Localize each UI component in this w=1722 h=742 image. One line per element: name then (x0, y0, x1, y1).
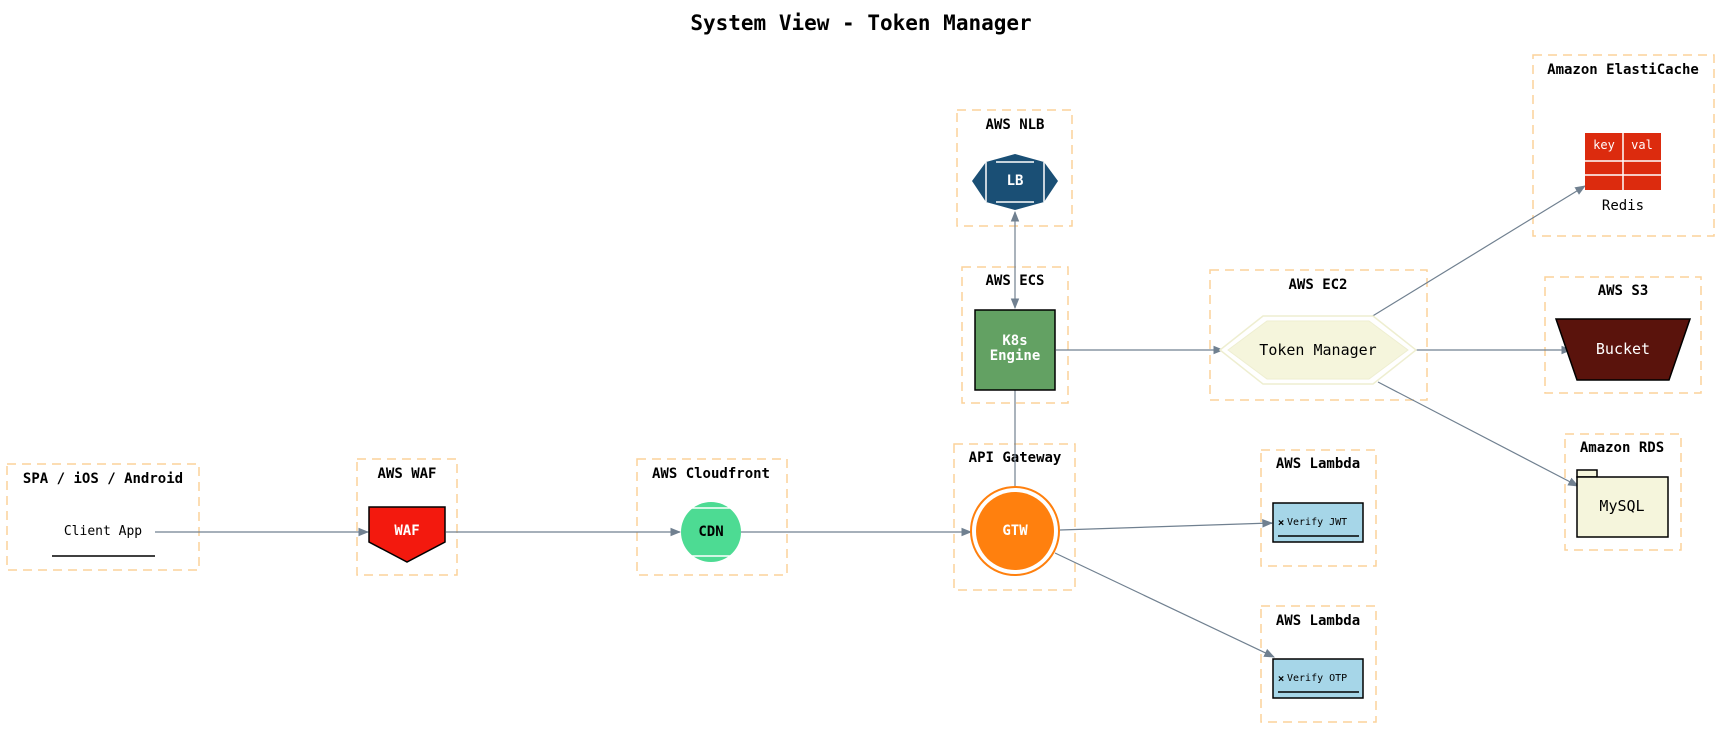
redis-key-label: key (1593, 138, 1615, 152)
mysql-folder-icon (1576, 476, 1669, 538)
node-redis-label: Redis (1602, 198, 1644, 214)
edge-token-manager-mysql (1377, 381, 1579, 487)
node-lb: LB (972, 154, 1058, 210)
node-cdn: CDN (681, 502, 741, 562)
cluster-waf: AWS WAF (356, 458, 458, 576)
cluster-nlb-label: AWS NLB (985, 117, 1044, 133)
gtw-circle-icon (976, 492, 1054, 570)
node-verify-jwt-label: Verify JWT (1287, 517, 1347, 528)
diagram-title: System View - Token Manager (690, 11, 1031, 35)
cluster-lambda-jwt-label: AWS Lambda (1276, 456, 1360, 472)
node-client-app-label: Client App (64, 524, 142, 539)
cluster-lambda-otp: AWS Lambda (1260, 605, 1377, 723)
node-verify-otp: × Verify OTP (1272, 658, 1364, 699)
node-waf: WAF (368, 506, 446, 563)
node-bucket: Bucket (1554, 318, 1692, 381)
token-manager-octagon-icon (1227, 320, 1409, 380)
cluster-ec2: AWS EC2 (1209, 269, 1428, 401)
k8s-box (974, 309, 1056, 391)
cluster-waf-label: AWS WAF (377, 466, 436, 482)
cluster-s3-label: AWS S3 (1598, 283, 1649, 299)
node-mysql-label: MySQL (1599, 497, 1644, 515)
node-cdn-label: CDN (698, 524, 723, 540)
node-token-manager-label: Token Manager (1259, 341, 1376, 359)
node-k8s-engine: K8s Engine (974, 309, 1056, 391)
cluster-elasticache: Amazon ElastiCache (1532, 54, 1715, 237)
node-gtw: GTW (970, 486, 1060, 576)
cluster-rds: Amazon RDS (1564, 433, 1682, 551)
waf-shield-icon (368, 506, 446, 563)
redis-table-icon: key val (1585, 133, 1661, 190)
cluster-s3: AWS S3 (1544, 276, 1702, 394)
node-k8s-label-line2: Engine (990, 348, 1041, 364)
node-gtw-label: GTW (1002, 523, 1028, 539)
cluster-cloudfront: AWS Cloudfront (636, 458, 788, 576)
node-redis: key val Redis (1585, 133, 1661, 214)
edge-token-manager-redis (1370, 185, 1586, 318)
edge-gtw-verify-otp (1054, 552, 1275, 658)
cluster-elasticache-label: Amazon ElastiCache (1547, 62, 1699, 78)
verify-jwt-x-icon: × (1278, 516, 1285, 529)
node-verify-jwt: × Verify JWT (1272, 502, 1364, 543)
bucket-trapezoid-icon (1554, 318, 1692, 381)
cluster-rds-label: Amazon RDS (1580, 440, 1664, 456)
node-client-app: Client App (52, 524, 155, 557)
cluster-lambda-jwt: AWS Lambda (1260, 449, 1377, 567)
cluster-ec2-label: AWS EC2 (1288, 277, 1347, 293)
node-lb-label: LB (1007, 173, 1024, 189)
node-mysql: MySQL (1576, 469, 1669, 538)
lb-diamond-icon (972, 154, 1058, 210)
node-waf-label: WAF (394, 523, 419, 539)
cluster-client-label: SPA / iOS / Android (23, 471, 183, 487)
cdn-circle-icon (681, 502, 741, 562)
cluster-client: SPA / iOS / Android (6, 463, 200, 571)
edges (155, 185, 1586, 658)
node-bucket-label: Bucket (1596, 340, 1650, 358)
node-token-manager: Token Manager (1218, 315, 1418, 385)
redis-val-label: val (1631, 138, 1653, 152)
verify-otp-x-icon: × (1278, 672, 1285, 685)
mysql-folder-tab (1576, 469, 1598, 478)
edge-gtw-verify-jwt (1059, 519, 1274, 531)
cluster-lambda-otp-label: AWS Lambda (1276, 613, 1360, 629)
node-k8s-label-line1: K8s (1002, 333, 1027, 349)
cluster-cloudfront-label: AWS Cloudfront (652, 466, 770, 482)
node-verify-otp-label: Verify OTP (1287, 673, 1347, 684)
